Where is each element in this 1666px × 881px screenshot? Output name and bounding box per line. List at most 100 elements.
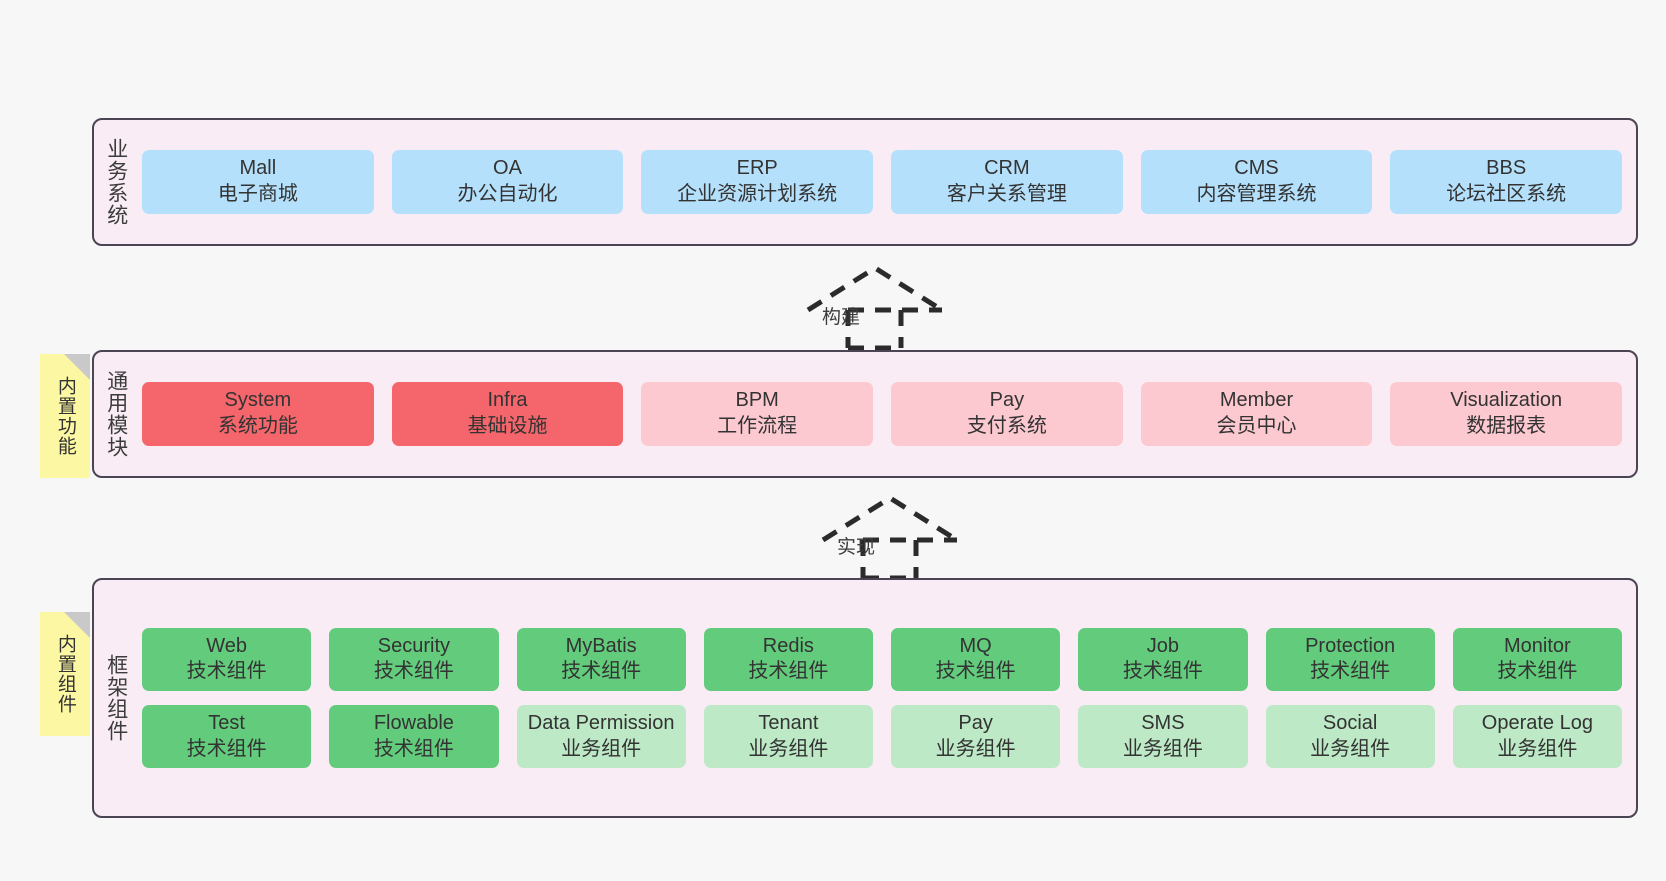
module-title: Protection [1305,634,1396,657]
module-title: Flowable [373,712,454,734]
module-title: SMS [1141,712,1185,734]
module-subtitle: 业务组件 [1122,737,1203,760]
module-box-mybatis[interactable]: MyBatis 技术组件 [516,627,686,691]
module-box-flowable[interactable]: Flowable 技术组件 [329,705,499,769]
sticky-tab-builtin-component: 内置组件 [40,612,90,736]
module-subtitle: 业务组件 [561,737,642,760]
module-subtitle: 技术组件 [186,737,267,760]
module-subtitle: 数据报表 [1466,415,1547,437]
layer-body-framework-component: Web 技术组件 Security 技术组件 MyBatis 技术组件 Redi… [138,580,1636,816]
module-title: Pay [989,389,1025,412]
module-subtitle: 办公自动化 [457,183,558,205]
module-subtitle: 业务组件 [748,737,829,760]
module-box-member[interactable]: Member 会员中心 [1140,382,1373,446]
module-subtitle: 技术组件 [186,660,267,683]
module-box-mall[interactable]: Mall 电子商城 [142,150,374,214]
module-subtitle: 电子商城 [217,183,298,205]
module-subtitle: 技术组件 [748,660,829,683]
module-subtitle: 支付系统 [966,415,1047,437]
module-subtitle: 技术组件 [373,737,454,760]
module-title: MyBatis [565,634,637,657]
module-title: BBS [1486,157,1527,180]
module-box-sms[interactable]: SMS 业务组件 [1078,705,1248,769]
module-subtitle: 工作流程 [717,415,798,437]
module-box-operate-log[interactable]: Operate Log 业务组件 [1452,705,1622,769]
module-box-monitor[interactable]: Monitor 技术组件 [1452,627,1622,691]
module-box-tenant[interactable]: Tenant 业务组件 [703,705,873,769]
layer-body-business-system: Mall 电子商城 OA 办公自动化 ERP 企业资源计划系统 CRM 客户关系… [138,120,1636,244]
module-title: Visualization [1450,389,1563,412]
connector-label-build: 构建 [822,307,861,328]
layer-title-common-module: 通用模块 [104,370,128,458]
module-box-mq[interactable]: MQ 技术组件 [891,627,1061,691]
module-box-protection[interactable]: Protection 技术组件 [1265,627,1435,691]
module-title: Test [208,712,245,734]
module-title: Infra [487,389,528,412]
module-box-visualization[interactable]: Visualization 数据报表 [1390,382,1623,446]
module-title: Job [1146,634,1179,657]
layer-title-business-system: 业务系统 [104,138,128,226]
module-subtitle: 系统功能 [217,415,298,437]
sticky-tab-builtin-function: 内置功能 [40,354,90,478]
module-row: Mall 电子商城 OA 办公自动化 ERP 企业资源计划系统 CRM 客户关系… [142,150,1623,214]
module-title: System [224,389,292,412]
module-subtitle: 技术组件 [1310,660,1391,683]
module-box-pay-component[interactable]: Pay 业务组件 [891,705,1061,769]
module-subtitle: 技术组件 [1122,660,1203,683]
module-subtitle: 技术组件 [373,660,454,683]
module-subtitle: 业务组件 [1497,737,1578,760]
build-arrow-icon [806,265,944,351]
module-box-test[interactable]: Test 技术组件 [142,705,312,769]
module-subtitle: 业务组件 [935,737,1016,760]
module-title: Data Permission [527,712,675,734]
layer-title-framework-component: 框架组件 [104,654,128,742]
module-subtitle: 基础设施 [467,415,548,437]
layer-framework-component: 框架组件 Web 技术组件 Security 技术组件 MyBatis 技术组件… [92,578,1638,818]
module-title: CRM [984,157,1030,180]
module-box-crm[interactable]: CRM 客户关系管理 [891,150,1123,214]
module-title: OA [493,157,522,180]
module-box-web[interactable]: Web 技术组件 [142,627,312,691]
module-subtitle: 企业资源计划系统 [677,183,838,205]
module-title: Security [377,634,450,657]
module-box-bpm[interactable]: BPM 工作流程 [641,382,874,446]
connector-implement: 实现 [815,492,965,581]
module-title: Pay [958,712,993,734]
module-box-erp[interactable]: ERP 企业资源计划系统 [641,150,874,214]
module-box-job[interactable]: Job 技术组件 [1078,627,1248,691]
module-row: System 系统功能 Infra 基础设施 BPM 工作流程 Pay 支付系统… [142,382,1623,446]
module-box-data-permission[interactable]: Data Permission 业务组件 [516,705,686,769]
connector-build: 构建 [800,262,950,351]
module-title: Redis [762,634,814,657]
module-subtitle: 论坛社区系统 [1446,183,1567,205]
layer-common-module: 通用模块 System 系统功能 Infra 基础设施 BPM 工作流程 Pay… [92,350,1638,478]
sticky-tab-label: 内置功能 [54,376,76,456]
module-box-redis[interactable]: Redis 技术组件 [703,627,873,691]
module-box-cms[interactable]: CMS 内容管理系统 [1140,150,1373,214]
layer-business-system: 业务系统 Mall 电子商城 OA 办公自动化 ERP 企业资源计划系统 CRM… [92,118,1638,246]
module-title: Mall [239,157,277,180]
module-title: Social [1322,712,1378,734]
module-box-system[interactable]: System 系统功能 [142,382,374,446]
layer-body-common-module: System 系统功能 Infra 基础设施 BPM 工作流程 Pay 支付系统… [138,352,1636,476]
module-subtitle: 会员中心 [1216,415,1297,437]
module-title: Operate Log [1481,712,1593,734]
module-box-security[interactable]: Security 技术组件 [329,627,499,691]
module-subtitle: 技术组件 [1497,660,1578,683]
module-box-social[interactable]: Social 业务组件 [1265,705,1435,769]
module-subtitle: 内容管理系统 [1196,183,1317,205]
module-row: Test 技术组件 Flowable 技术组件 Data Permission … [142,705,1622,769]
module-title: MQ [959,634,992,657]
module-box-bbs[interactable]: BBS 论坛社区系统 [1390,150,1623,214]
module-box-oa[interactable]: OA 办公自动化 [391,150,624,214]
module-subtitle: 技术组件 [561,660,642,683]
module-box-infra[interactable]: Infra 基础设施 [391,382,624,446]
module-row: Web 技术组件 Security 技术组件 MyBatis 技术组件 Redi… [142,627,1622,691]
module-box-pay[interactable]: Pay 支付系统 [891,382,1123,446]
module-title: Web [206,634,247,657]
module-subtitle: 技术组件 [935,660,1016,683]
module-subtitle: 客户关系管理 [946,183,1067,205]
module-title: Tenant [758,712,819,734]
module-subtitle: 业务组件 [1310,737,1391,760]
